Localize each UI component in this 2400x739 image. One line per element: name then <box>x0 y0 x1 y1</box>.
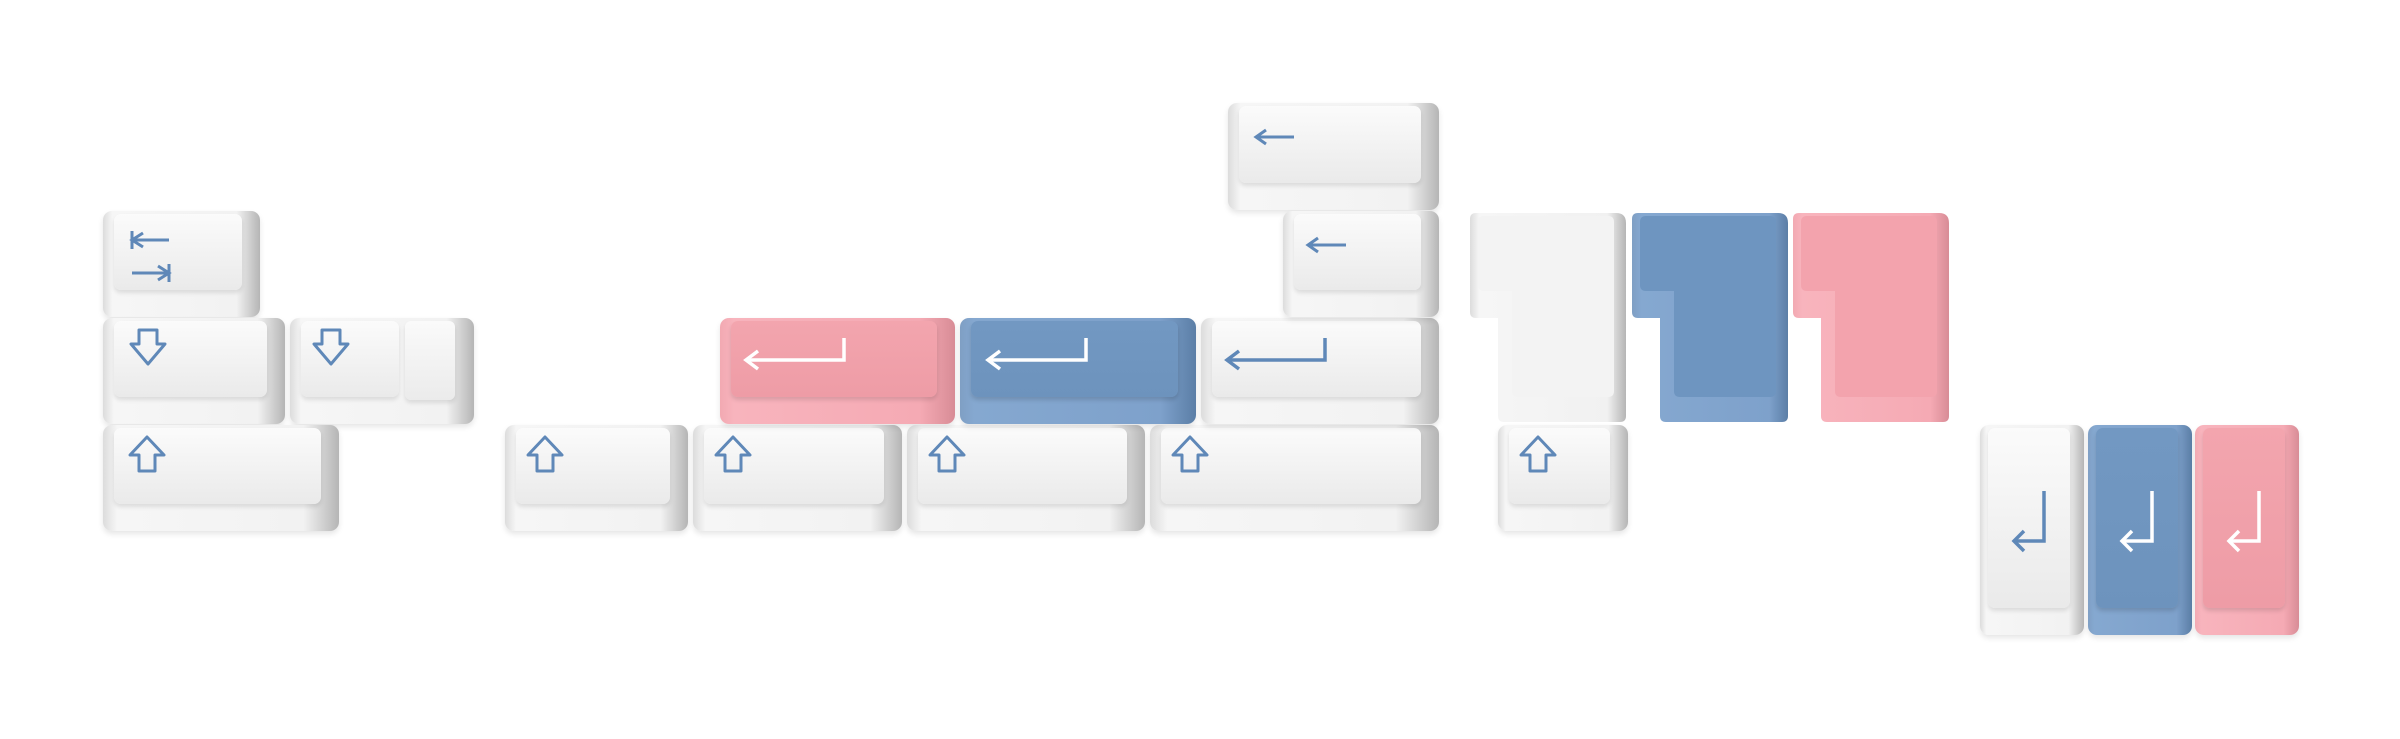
enter-key-blue <box>960 318 1196 424</box>
iso-enter-shape <box>1793 213 1949 422</box>
stepped-caps-lock-key <box>290 318 474 424</box>
vertical-enter-key-pink <box>2195 425 2299 635</box>
vertical-enter-key-blue <box>2088 425 2192 635</box>
return-arrow-icon <box>2011 491 2046 553</box>
enter-key-white <box>1201 318 1439 424</box>
backspace-key <box>1283 211 1439 317</box>
shift-arrow-icon <box>714 435 752 473</box>
shift-key-2 <box>693 425 902 531</box>
right-shift-key <box>1150 425 1439 531</box>
enter-arrow-icon <box>743 338 846 371</box>
small-shift-key <box>1498 425 1628 531</box>
shift-arrow-icon <box>928 435 966 473</box>
caps-lock-arrow-icon <box>312 328 350 366</box>
backspace-key-wide <box>1228 103 1439 210</box>
tab-key <box>103 211 260 317</box>
iso-enter-key-pink <box>1793 211 1951 424</box>
shift-arrow-icon <box>526 435 564 473</box>
backspace-arrow-icon <box>1305 236 1346 254</box>
iso-enter-key-white <box>1470 211 1628 424</box>
return-arrow-icon <box>2119 491 2154 553</box>
return-arrow-icon <box>2226 491 2261 553</box>
vertical-enter-key-white <box>1980 425 2084 635</box>
shift-arrow-icon <box>128 435 166 473</box>
shift-arrow-icon <box>1519 435 1557 473</box>
iso-enter-key-blue <box>1632 211 1790 424</box>
iso-enter-shape <box>1470 213 1626 422</box>
backspace-arrow-icon <box>1253 128 1294 146</box>
left-shift-key <box>103 425 339 531</box>
shift-key-3 <box>907 425 1145 531</box>
tab-arrows-icon <box>129 231 172 282</box>
enter-arrow-icon <box>1224 338 1327 371</box>
shift-key-1 <box>505 425 688 531</box>
enter-key-pink <box>720 318 955 424</box>
shift-arrow-icon <box>1171 435 1209 473</box>
iso-enter-shape <box>1632 213 1788 422</box>
caps-lock-arrow-icon <box>129 328 167 366</box>
caps-lock-key <box>103 318 285 424</box>
enter-arrow-icon <box>985 338 1088 371</box>
